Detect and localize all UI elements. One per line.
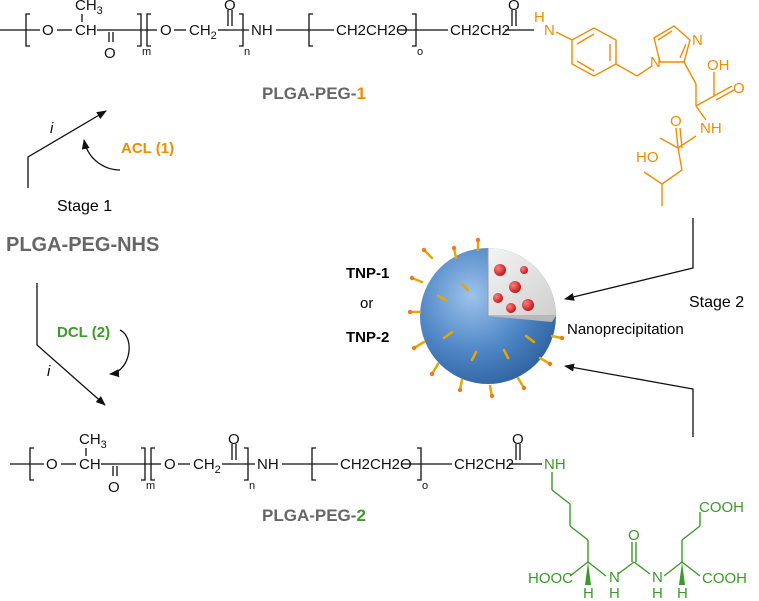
top-peg: CH2CH2O — [336, 22, 408, 39]
reagent-i-bottom: i — [47, 363, 51, 380]
dcl-urea-o: O — [628, 527, 640, 544]
dcl-ligand-structure: COOH HOOC N H O N H COOH H H — [528, 472, 747, 601]
stage2-arrows — [564, 218, 694, 437]
dcl-label: DCL (2) — [57, 324, 110, 341]
top-ch: CH — [75, 22, 97, 39]
bottom-carbonyl-o1: O — [108, 479, 120, 496]
top-o1: O — [42, 22, 54, 39]
top-carbonyl-o1: O — [104, 45, 116, 62]
top-ch3: CH3 — [75, 0, 103, 17]
bottom-n: n — [249, 480, 255, 492]
top-amide-h: H — [534, 9, 545, 26]
bottom-o1: O — [46, 456, 58, 473]
nanoparticle — [407, 237, 565, 399]
tnp2-label: TNP-2 — [346, 329, 389, 346]
top-amide-n: N — [544, 22, 555, 39]
dcl-h-right: H — [677, 585, 688, 601]
top-carbonyl-o2: O — [224, 0, 236, 14]
bottom-amide-nh: NH — [544, 456, 566, 473]
polymer-top: O CH3 CH O m O CH2 O n NH CH2CH2O o CH2C… — [0, 0, 555, 62]
drug-molecules — [493, 264, 534, 313]
bottom-nh: NH — [257, 456, 279, 473]
stage1-label: Stage 1 — [57, 198, 112, 215]
stage1-arrows — [27, 110, 130, 406]
top-carbonyl-o3: O — [508, 0, 520, 14]
top-linker: CH2CH2 — [450, 22, 510, 39]
nanoprecipitation-label: Nanoprecipitation — [567, 321, 684, 338]
acl-oh: OH — [707, 57, 730, 74]
plga-peg-nhs-label: PLGA-PEG-NHS — [6, 234, 159, 256]
ligand-tips — [407, 237, 565, 399]
bottom-ch2: CH2 — [193, 456, 221, 476]
stage2-label: Stage 2 — [689, 294, 744, 311]
top-o-sub: o — [417, 46, 423, 58]
dcl-h-left: H — [583, 585, 594, 601]
bottom-ch: CH — [79, 456, 101, 473]
bottom-peg: CH2CH2O — [340, 456, 412, 473]
top-n: n — [244, 46, 250, 58]
dcl-nh1-n: N — [609, 569, 620, 586]
acl-ligand-structure: N N OH O NH HO O — [555, 25, 745, 206]
dcl-nh2-h: H — [652, 585, 663, 601]
dcl-cooh-top: COOH — [699, 499, 744, 516]
acl-n-ring1: N — [650, 54, 661, 71]
reagent-i-top: i — [50, 120, 54, 137]
top-m: m — [142, 46, 151, 58]
polymer-bottom: O CH3 CH O m O CH2 O n NH CH2CH2O o CH2C… — [10, 431, 566, 496]
bottom-o2: O — [164, 456, 176, 473]
acl-ho: HO — [636, 149, 659, 166]
dcl-cooh-bottom: COOH — [702, 570, 747, 587]
top-ch2: CH2 — [189, 22, 217, 42]
acl-n-ring2: N — [692, 32, 703, 49]
acl-label: ACL (1) — [121, 140, 174, 157]
acl-carbonyl-o2: O — [670, 113, 682, 130]
bottom-m: m — [146, 480, 155, 492]
plga-peg-1-label: PLGA-PEG-1 — [262, 84, 366, 103]
bottom-o-sub: o — [422, 480, 428, 492]
acl-nh: NH — [700, 120, 722, 137]
or-label: or — [360, 295, 373, 312]
dcl-nh1-h: H — [609, 585, 620, 601]
bottom-ch3: CH3 — [79, 431, 107, 451]
plga-peg-2-label: PLGA-PEG-2 — [262, 506, 366, 525]
bottom-linker: CH2CH2 — [454, 456, 514, 473]
top-o2: O — [160, 22, 172, 39]
dcl-hooc: HOOC — [528, 570, 573, 587]
acl-carbonyl-o1: O — [733, 80, 745, 97]
bottom-carbonyl-o3: O — [512, 431, 524, 448]
dcl-nh2-n: N — [652, 569, 663, 586]
bottom-carbonyl-o2: O — [228, 431, 240, 448]
nanoparticle-cutaway — [488, 248, 556, 316]
top-nh: NH — [251, 22, 273, 39]
tnp1-label: TNP-1 — [346, 265, 389, 282]
